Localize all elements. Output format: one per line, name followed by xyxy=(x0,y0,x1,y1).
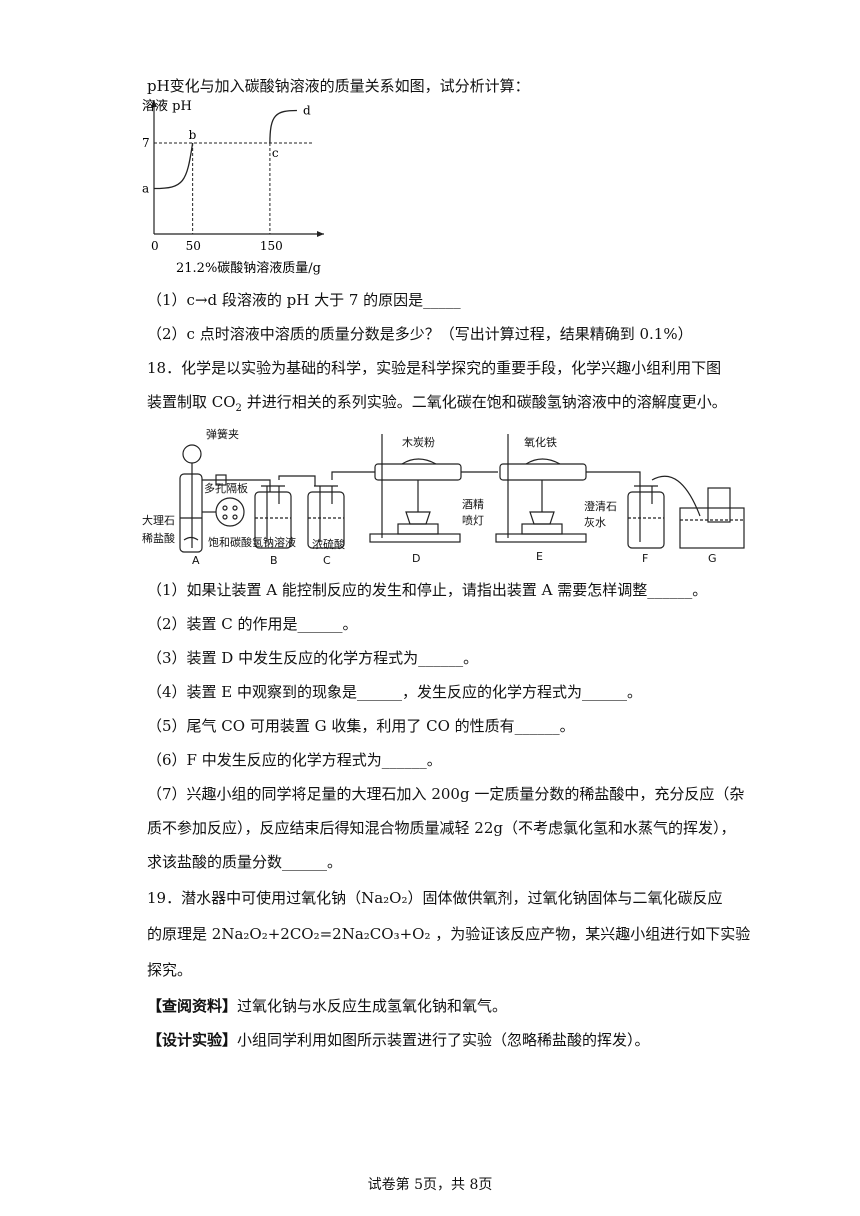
apparatus-diagram: 弹簧夹 多孔隔板 大理石 稀盐酸 饱和碳酸氢钠溶液 浓硫酸 木炭粉 氧化铁 酒精… xyxy=(142,427,745,567)
q18-part2: （2）装置 C 的作用是______。 xyxy=(147,615,358,633)
y-axis-label: 溶液 pH xyxy=(142,99,192,114)
label-limewater-1: 澄清石 xyxy=(584,499,617,513)
x-tick-50: 50 xyxy=(186,239,201,253)
point-label-b: b xyxy=(189,128,197,142)
label-D: D xyxy=(412,552,420,565)
point-label-c: c xyxy=(272,146,279,160)
q18-part4: （4）装置 E 中观察到的现象是______，发生反应的化学方程式为______… xyxy=(147,683,643,701)
x-axis-label: 21.2%碳酸钠溶液质量/g xyxy=(176,261,321,276)
intro-line: pH变化与加入碳酸钠溶液的质量关系如图，试分析计算： xyxy=(147,77,530,95)
q18-line1: 18．化学是以实验为基础的科学，实验是科学探究的重要手段，化学兴趣小组利用下图 xyxy=(147,359,722,377)
label-lamp: 喷灯 xyxy=(462,514,484,527)
x-tick-150: 150 xyxy=(260,239,283,253)
label-iron-oxide: 氧化铁 xyxy=(524,435,557,449)
q19-line2: 的原理是 2Na₂O₂+2CO₂=2Na₂CO₃+O₂ ，为验证该反应产物，某兴… xyxy=(147,925,751,943)
label-marble: 大理石 xyxy=(142,513,175,527)
q19-line1: 19．潜水器中可使用过氧化钠（Na₂O₂）固体做供氧剂，过氧化钠固体与二氧化碳反… xyxy=(147,889,723,907)
series-a-b xyxy=(153,142,194,190)
q18-part3: （3）装置 D 中发生反应的化学方程式为______。 xyxy=(147,649,479,667)
q19-line3: 探究。 xyxy=(147,961,193,979)
label-spring-clip: 弹簧夹 xyxy=(206,427,239,441)
q18-part7-line1: （7）兴趣小组的同学将足量的大理石加入 200g 一定质量分数的稀盐酸中，充分反… xyxy=(147,785,745,803)
label-limewater-2: 灰水 xyxy=(584,515,606,529)
q19-equation: 2Na₂O₂+2CO₂=2Na₂CO₃+O₂ xyxy=(211,925,431,943)
label-alcohol: 酒精 xyxy=(462,498,484,511)
q17-part1: （1）c→d 段溶液的 pH 大于 7 的原因是_____ xyxy=(147,291,461,309)
series-c-d xyxy=(269,109,297,144)
q18-part5: （5）尾气 CO 可用装置 G 收集，利用了 CO 的性质有______。 xyxy=(147,717,575,735)
point-label-d: d xyxy=(303,104,311,118)
q19-design: 【设计实验】小组同学利用如图所示装置进行了实验（忽略稀盐酸的挥发）。 xyxy=(147,1031,650,1049)
ph-chart: a b c d 7 0 50 150 溶液 pH 21.2%碳酸钠溶液质量/g xyxy=(142,99,324,276)
label-porous-plate: 多孔隔板 xyxy=(204,481,248,495)
label-F: F xyxy=(642,552,648,565)
q18-part6: （6）F 中发生反应的化学方程式为______。 xyxy=(147,751,442,769)
label-dilute-hcl: 稀盐酸 xyxy=(142,531,175,545)
label-E: E xyxy=(536,550,543,563)
label-G: G xyxy=(708,552,717,565)
q18-line2: 装置制取 CO2 并进行相关的系列实验。二氧化碳在饱和碳酸氢钠溶液中的溶解度更小… xyxy=(147,393,727,414)
x-tick-0: 0 xyxy=(151,239,159,253)
q18-part1: （1）如果让装置 A 能控制反应的发生和停止，请指出装置 A 需要怎样调整___… xyxy=(147,581,708,599)
y-axis-arrow xyxy=(151,100,157,107)
label-B: B xyxy=(270,554,278,567)
page-footer: 试卷第 5页，共 8页 xyxy=(367,1177,493,1193)
q19-info: 【查阅资料】过氧化钠与水反应生成氢氧化钠和氧气。 xyxy=(147,997,508,1015)
label-charcoal: 木炭粉 xyxy=(402,436,435,449)
q18-part7-line3: 求该盐酸的质量分数______。 xyxy=(147,853,343,871)
point-label-a: a xyxy=(142,182,149,196)
q17-part2: （2）c 点时溶液中溶质的质量分数是多少？（写出计算过程，结果精确到 0.1%） xyxy=(147,325,693,343)
label-C: C xyxy=(323,554,331,567)
label-nahco3: 饱和碳酸氢钠溶液 xyxy=(208,535,296,549)
q18-part7-line2: 质不参加反应），反应结束后得知混合物质量减轻 22g（不考虑氯化氢和水蒸气的挥发… xyxy=(147,819,736,837)
y-tick-7: 7 xyxy=(142,136,150,150)
label-conc-h2so4: 浓硫酸 xyxy=(312,537,345,551)
x-axis-arrow xyxy=(317,231,324,237)
label-A: A xyxy=(192,554,200,567)
